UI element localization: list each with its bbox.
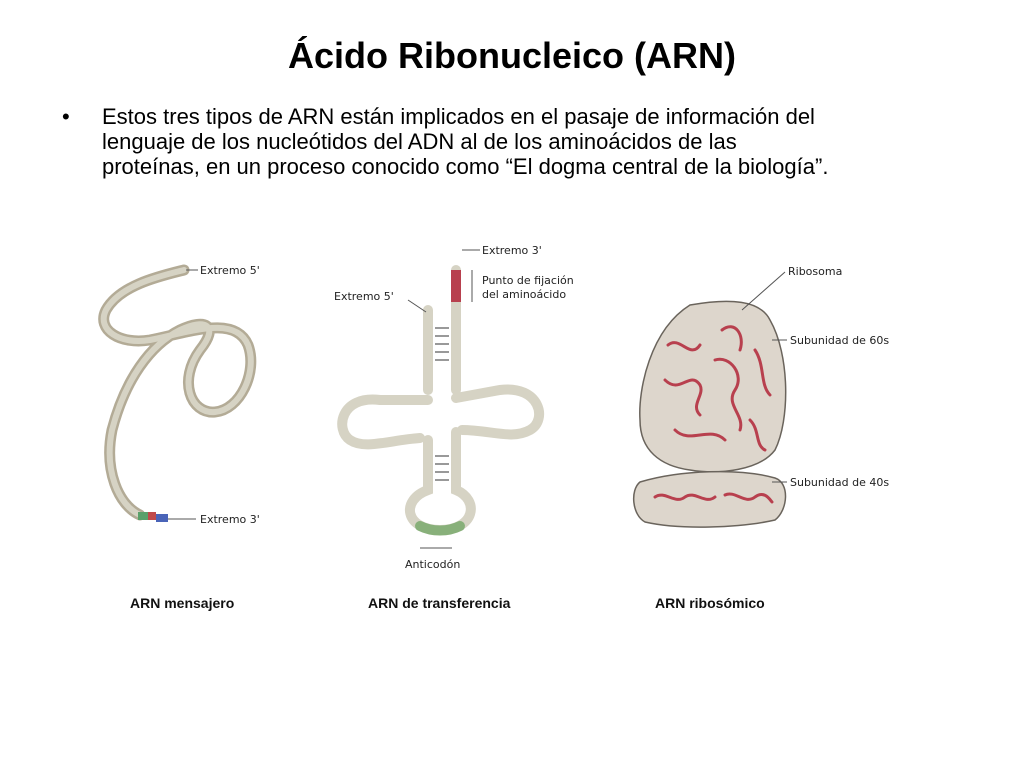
bullet-line-3: proteínas, en un proceso conocido como “… bbox=[102, 154, 829, 179]
slide-title: Ácido Ribonucleico (ARN) bbox=[288, 35, 736, 76]
bullet-line-1: Estos tres tipos de ARN están implicados… bbox=[102, 104, 815, 129]
trna-anticodon-arm bbox=[405, 427, 476, 536]
trna-label-3: Extremo 3' bbox=[482, 244, 542, 257]
trna-5-end-line bbox=[407, 299, 427, 313]
mrna-label-5: Extremo 5' bbox=[200, 264, 260, 277]
trna-binding-label-2: del aminoácido bbox=[482, 288, 566, 301]
bullet-line-2: lenguaje de los nucleótidos del ADN al d… bbox=[102, 129, 737, 154]
mrna-strand-highlight bbox=[100, 267, 254, 518]
rrna-caption: ARN ribosómico bbox=[655, 595, 765, 611]
trna-label-5: Extremo 5' bbox=[334, 290, 394, 303]
trna-base-pairs bbox=[435, 327, 449, 481]
bullet-text: Estos tres tipos de ARN están implicados… bbox=[102, 104, 982, 179]
trna-left-arm bbox=[337, 394, 433, 450]
mrna-marker-red bbox=[148, 512, 156, 520]
trna-right-arm bbox=[451, 384, 545, 440]
trna-binding-label-1: Punto de fijación bbox=[482, 274, 574, 287]
rrna-subunit-large-label: Subunidad de 60s bbox=[790, 334, 889, 347]
rrna-subunit-small-label: Subunidad de 40s bbox=[790, 476, 889, 489]
mrna-label-3: Extremo 3' bbox=[200, 513, 260, 526]
mrna-figure: Extremo 5' Extremo 3' ARN mensajero bbox=[98, 264, 260, 611]
mrna-caption: ARN mensajero bbox=[130, 595, 234, 611]
rrna-figure: Ribosoma Subunidad de 60s Subunidad de 4… bbox=[633, 265, 889, 611]
mrna-marker-blue bbox=[156, 514, 168, 522]
rrna-ribosome-label: Ribosoma bbox=[788, 265, 842, 278]
trna-anticodon bbox=[415, 521, 465, 536]
bullet-marker: • bbox=[62, 104, 70, 129]
trna-figure: Extremo 3' Punto de fijación del aminoác… bbox=[334, 244, 574, 611]
trna-anticodon-label: Anticodón bbox=[405, 558, 460, 571]
mrna-marker-green bbox=[138, 512, 148, 520]
trna-caption: ARN de transferencia bbox=[368, 595, 511, 611]
trna-binding-site bbox=[451, 270, 461, 302]
rrna-strands bbox=[653, 325, 774, 504]
ribosome-pointer bbox=[741, 271, 786, 311]
